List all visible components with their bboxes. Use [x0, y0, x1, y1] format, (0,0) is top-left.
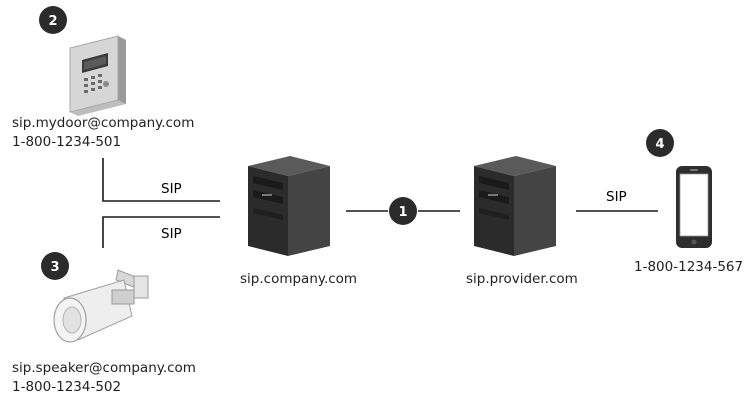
phone-number-label: 1-800-1234-567 [634, 259, 744, 275]
door-sip-label: SIP [161, 181, 182, 197]
speaker-phone: 1-800-1234-502 [12, 379, 122, 395]
speaker-to-server-line [102, 216, 220, 248]
badge-speaker-number: 3 [50, 260, 59, 275]
badge-trunk-number: 1 [398, 205, 407, 220]
door-to-server-line [102, 158, 220, 202]
company-server-label: sip.company.com [240, 271, 358, 287]
speaker-sip-label: SIP [161, 226, 182, 242]
badge-phone: 4 [646, 129, 674, 157]
phone-sip-label: SIP [606, 189, 627, 205]
badge-door-station: 2 [39, 6, 67, 34]
provider-server-label: sip.provider.com [466, 271, 578, 287]
door-station-address: sip.mydoor@company.com [12, 115, 195, 131]
badge-door-number: 2 [48, 14, 57, 29]
smartphone-icon [676, 166, 712, 248]
badge-trunk: 1 [389, 197, 417, 225]
horn-speaker-icon [53, 269, 149, 343]
provider-server-icon [474, 156, 556, 256]
door-station-phone: 1-800-1234-501 [12, 134, 122, 150]
connection-lines [102, 158, 658, 248]
speaker-address: sip.speaker@company.com [12, 360, 196, 376]
door-station-icon [69, 35, 126, 116]
badge-speaker: 3 [41, 252, 69, 280]
company-server-icon [248, 156, 330, 256]
badge-phone-number: 4 [655, 137, 664, 152]
